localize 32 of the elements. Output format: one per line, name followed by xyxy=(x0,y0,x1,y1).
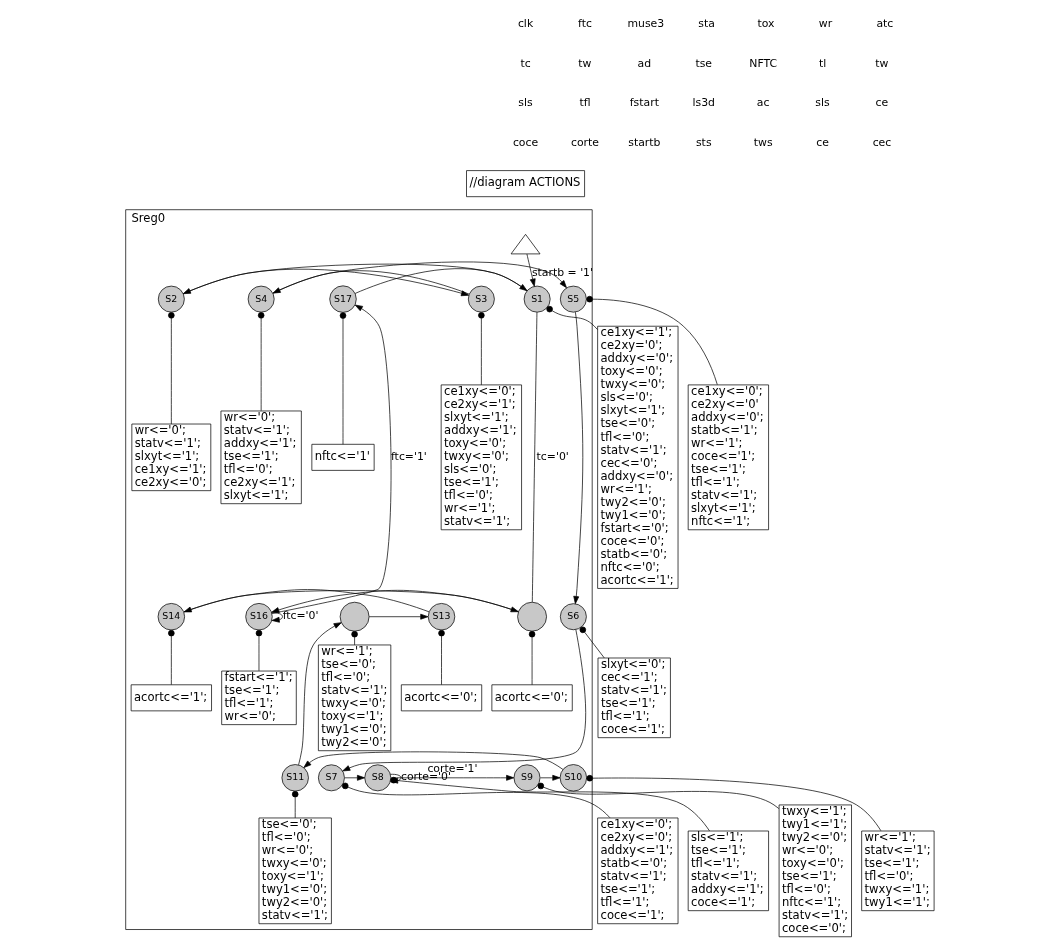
label: sls xyxy=(814,96,830,110)
label: fstart xyxy=(629,96,659,110)
label: tfl xyxy=(578,96,591,110)
label: tws xyxy=(753,136,773,150)
label: sts xyxy=(695,136,712,150)
edge-label: ftc='0' xyxy=(282,609,318,623)
label: tw xyxy=(577,56,592,70)
label: clk xyxy=(517,16,533,30)
label: coce xyxy=(512,136,538,150)
label: ac xyxy=(756,96,769,110)
label: ce xyxy=(815,136,829,150)
edge-label: tc='0' xyxy=(536,449,569,463)
label: tw xyxy=(874,56,889,70)
label: muse3 xyxy=(626,16,664,30)
label: ce xyxy=(875,96,888,110)
edge-label: startb = '1' xyxy=(531,265,593,279)
edge-label: ftc='1' xyxy=(390,449,427,463)
label: ftc xyxy=(577,16,592,30)
label: sta xyxy=(697,16,715,30)
label: wr xyxy=(818,16,832,30)
label: tox xyxy=(757,16,775,30)
label: sls xyxy=(517,96,533,110)
label: startb xyxy=(627,136,660,150)
label: tl xyxy=(818,56,826,70)
label: tse xyxy=(694,56,712,70)
label: tc xyxy=(519,56,531,70)
label: corte xyxy=(570,136,599,150)
label: atc xyxy=(875,16,893,30)
label: ad xyxy=(637,56,651,70)
label: cec xyxy=(872,136,891,150)
label: NFTC xyxy=(748,56,777,70)
label: ls3d xyxy=(692,96,715,110)
